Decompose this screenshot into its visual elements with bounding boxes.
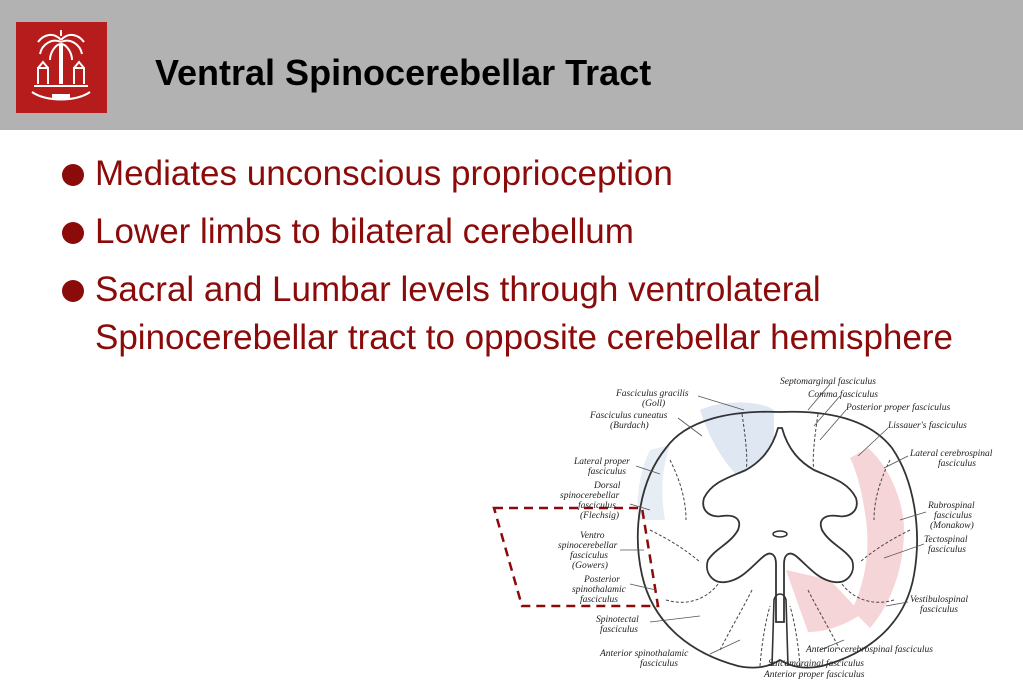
- anterior-median-fissure: [771, 593, 789, 667]
- label-dorsal: Dorsal: [593, 481, 621, 491]
- label-ventral-spinocerebellar: spinocerebellar: [558, 541, 618, 551]
- bullet-text: Mediates unconscious proprioception: [95, 154, 673, 193]
- label-tectospinal: Tectospinal: [924, 535, 968, 545]
- label-sulcomarginal: Sulcomarginal fasciculus: [768, 658, 864, 669]
- cord-outline: [636, 410, 918, 669]
- label-vestibulospinal-fasciculus: fasciculus: [920, 604, 958, 615]
- label-posterior-proper: Posterior proper fasciculus: [845, 402, 950, 413]
- university-logo: [16, 22, 107, 113]
- label-vestibulospinal: Vestibulospinal: [910, 595, 968, 605]
- label-lateral-cerebrospinal: Lateral cerebrospinal: [909, 449, 993, 459]
- label-fasciculus-gracilis: Fasciculus gracilis: [615, 389, 689, 399]
- label-spinotectal: Spinotectal: [596, 615, 639, 625]
- label-ventral-fasciculus: fasciculus: [570, 550, 608, 561]
- label-septomarginal: Septomarginal fasciculus: [780, 376, 876, 387]
- bullet-dot-icon: [62, 164, 84, 186]
- bullet-text: Sacral and Lumbar levels through ventrol…: [95, 270, 953, 357]
- bullet-item: Lower limbs to bilateral cerebellum: [60, 208, 960, 256]
- anterior-tract-region: [786, 570, 862, 632]
- label-anterior-spinothalamic: Anterior spinothalamic: [599, 649, 689, 659]
- label-lateral-proper: Lateral proper: [573, 457, 630, 467]
- spinal-cord-cross-section: Fasciculus gracilis (Goll) Fasciculus cu…: [492, 376, 993, 680]
- bullet-item: Mediates unconscious proprioception: [60, 150, 960, 198]
- label-posterior: Posterior: [583, 575, 620, 585]
- label-lissauer: Lissauer's fasciculus: [887, 420, 967, 431]
- label-ventro: Ventro: [580, 531, 605, 541]
- label-monakow: (Monakow): [930, 520, 974, 531]
- label-gowers: (Gowers): [572, 560, 608, 571]
- bullet-item: Sacral and Lumbar levels through ventrol…: [60, 266, 960, 362]
- label-rubrospinal-fasciculus: fasciculus: [934, 510, 972, 521]
- label-comma: Comma fasciculus: [808, 389, 878, 400]
- dorsal-spinocerebellar-region: [637, 445, 670, 520]
- bullet-dot-icon: [62, 222, 84, 244]
- label-anterior-spinothalamic-fasciculus: fasciculus: [640, 658, 678, 669]
- label-spinothalamic: spinothalamic: [572, 585, 627, 595]
- slide-title: Ventral Spinocerebellar Tract: [155, 52, 652, 93]
- slide-header: Ventral Spinocerebellar Tract: [0, 0, 1023, 130]
- label-fasciculus-cuneatus: Fasciculus cuneatus: [589, 411, 668, 421]
- lateral-corticospinal-region: [850, 448, 904, 628]
- label-anterior-proper: Anterior proper fasciculus: [763, 669, 865, 680]
- label-lateral-cerebrospinal-fasciculus: fasciculus: [938, 458, 976, 469]
- label-goll: (Goll): [642, 398, 665, 409]
- label-spinotectal-fasciculus: fasciculus: [600, 624, 638, 635]
- tract-boundaries: [649, 413, 911, 667]
- label-dorsal-fasciculus: fasciculus: [578, 500, 616, 511]
- grey-matter: [702, 427, 858, 623]
- bullet-text: Lower limbs to bilateral cerebellum: [95, 212, 634, 251]
- label-flechsig: (Flechsig): [580, 510, 619, 521]
- label-burdach: (Burdach): [610, 420, 649, 431]
- label-tectospinal-fasciculus: fasciculus: [928, 544, 966, 555]
- bullet-list: Mediates unconscious proprioception Lowe…: [60, 150, 960, 372]
- palmetto-tree-icon: [31, 30, 91, 101]
- label-dorsal-spinocerebellar: spinocerebellar: [560, 491, 620, 501]
- bullet-dot-icon: [62, 280, 84, 302]
- label-posterior-fasciculus: fasciculus: [580, 594, 618, 605]
- label-rubrospinal: Rubrospinal: [927, 501, 975, 511]
- label-lateral-proper-2: fasciculus: [588, 466, 626, 477]
- spinal-cord-diagram: Fasciculus gracilis (Goll) Fasciculus cu…: [490, 370, 1023, 682]
- ventral-spinocerebellar-highlight-box: [492, 506, 660, 608]
- central-canal: [772, 530, 788, 538]
- label-anterior-cerebrospinal: Anterior cerebrospinal fasciculus: [805, 644, 933, 655]
- leader-lines: [620, 383, 927, 667]
